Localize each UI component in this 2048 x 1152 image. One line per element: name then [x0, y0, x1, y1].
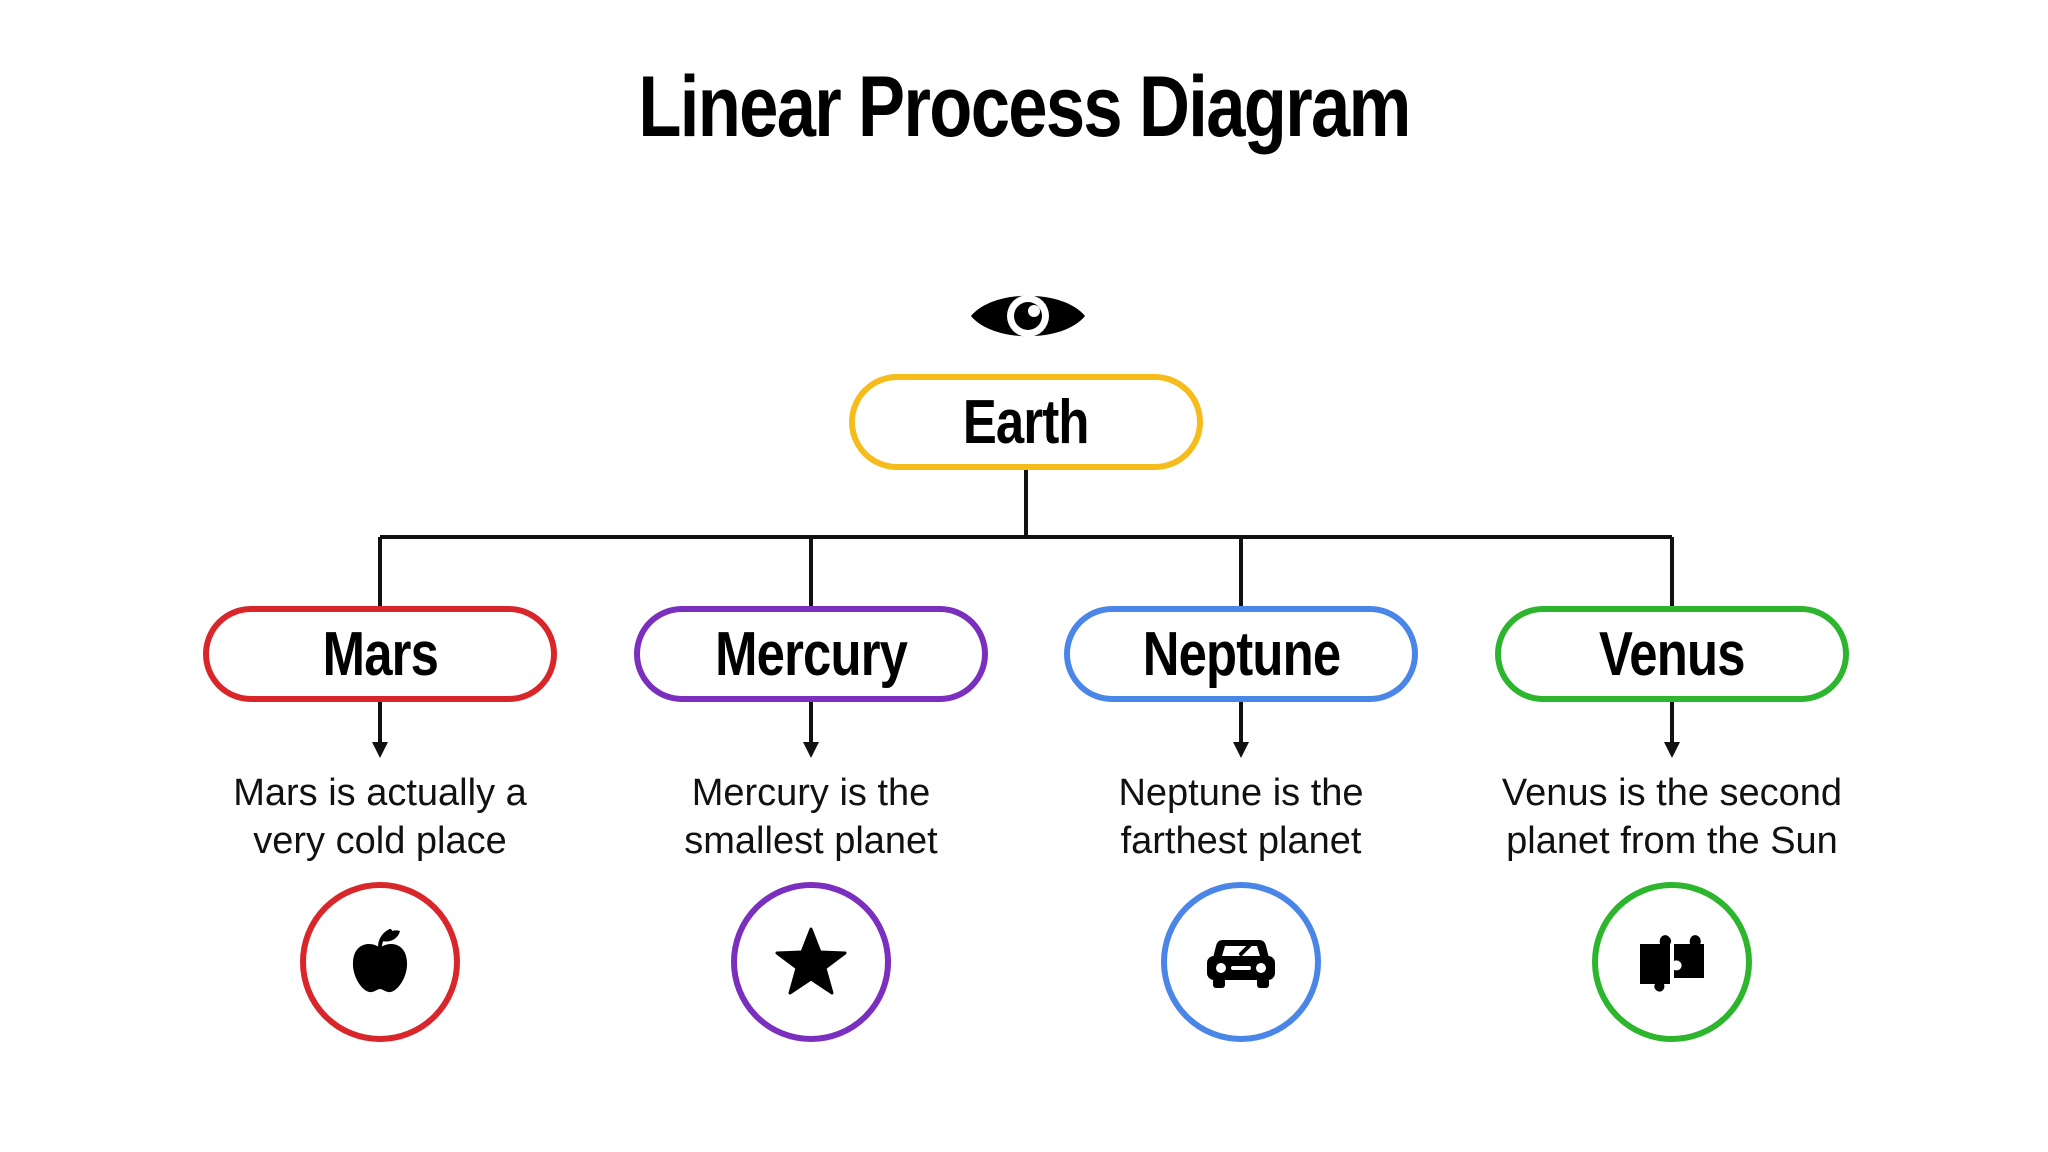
step-node-label: Venus — [1599, 619, 1745, 689]
description-line: Mercury is the — [691, 772, 931, 814]
description-line: very cold place — [253, 820, 507, 862]
icon-circle-venus — [1592, 882, 1752, 1042]
star-icon — [775, 927, 847, 995]
description-line: smallest planet — [684, 820, 938, 862]
step-node-mars: Mars — [203, 606, 557, 702]
icon-circle-neptune — [1161, 882, 1321, 1042]
step-description-venus: Venus is the second planet from the Sun — [1457, 769, 1887, 865]
page-title: Linear Process Diagram — [638, 59, 1411, 155]
step-node-mercury: Mercury — [634, 606, 988, 702]
car-icon — [1207, 940, 1275, 988]
step-description-neptune: Neptune is the farthest planet — [1026, 769, 1456, 865]
description-line: Mars is actually a — [233, 772, 527, 814]
description-line: farthest planet — [1120, 820, 1362, 862]
icon-circle-mars — [300, 882, 460, 1042]
apple-icon — [352, 929, 408, 993]
step-node-neptune: Neptune — [1064, 606, 1418, 702]
arrowhead-mercury — [803, 742, 819, 758]
description-line: planet from the Sun — [1506, 820, 1838, 862]
eye-icon — [971, 295, 1085, 337]
arrowhead-neptune — [1233, 742, 1249, 758]
step-node-label: Neptune — [1142, 619, 1340, 689]
root-node-label: Earth — [963, 387, 1090, 457]
step-description-mercury: Mercury is the smallest planet — [596, 769, 1026, 865]
description-line: Venus is the second — [1501, 772, 1843, 814]
arrowhead-mars — [372, 742, 388, 758]
step-node-label: Mercury — [714, 619, 908, 689]
step-node-label: Mars — [322, 619, 438, 689]
icon-circle-mercury — [731, 882, 891, 1042]
description-line: Neptune is the — [1118, 772, 1364, 814]
arrowhead-venus — [1664, 742, 1680, 758]
step-description-mars: Mars is actually a very cold place — [165, 769, 595, 865]
root-node-earth: Earth — [849, 374, 1203, 470]
puzzle-icon — [1640, 935, 1704, 992]
step-node-venus: Venus — [1495, 606, 1849, 702]
